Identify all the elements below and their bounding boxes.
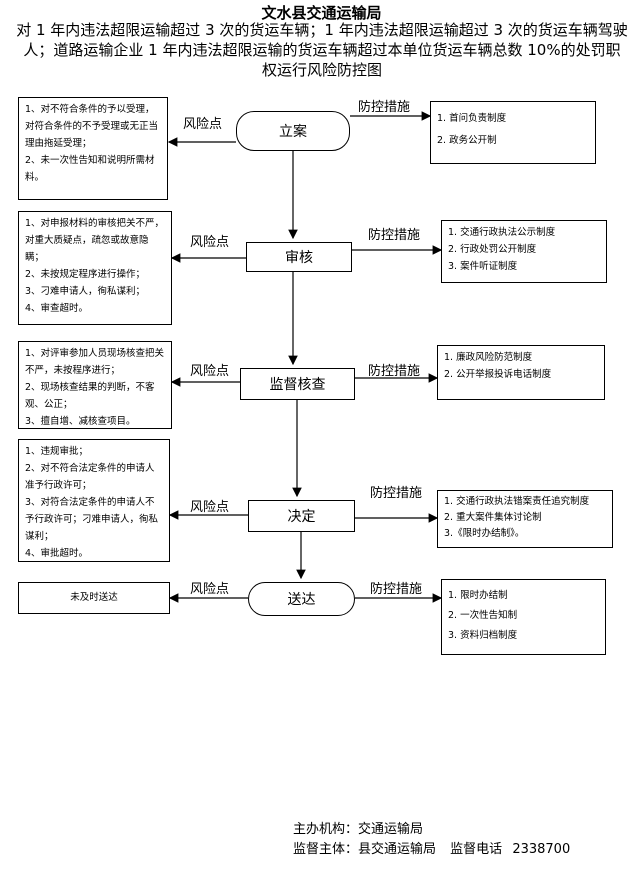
measure-item: 1. 限时办结制 (448, 590, 508, 601)
measure-label-3: 防控措施 (368, 364, 421, 379)
step-node-lian: 立案 (236, 111, 350, 151)
step-node-shenhe: 审核 (246, 242, 352, 272)
measure-label-5: 防控措施 (370, 582, 423, 597)
measure-box-3: 1. 廉政风险防范制度 2. 公开举报投诉电话制度 (437, 345, 605, 400)
measure-item: 1. 交通行政执法错案责任追究制度 (444, 496, 590, 507)
risk-item: 2、对不符合法定条件的申请人准予行政许可； (25, 463, 155, 491)
footer-org-label: 主办机构： (293, 822, 359, 837)
footer-organizer: 主办机构：交通运输局 (293, 818, 423, 837)
measure-item: 2. 政务公开制 (437, 135, 497, 146)
risk-item: 未及时送达 (70, 592, 118, 603)
footer-supervisor-label: 监督主体： (293, 842, 359, 857)
footer-supervision: 监督主体：县交通运输局 监督电话 2338700 (293, 838, 570, 857)
risk-label-2: 风险点 (190, 235, 230, 250)
measure-label-1: 防控措施 (358, 100, 411, 115)
risk-box-5: 未及时送达 (18, 582, 170, 614)
risk-box-2: 1、对申报材料的审核把关不严，对重大质疑点，疏忽或故意隐瞒； 2、未按规定程序进… (18, 211, 172, 325)
step-node-songda: 送达 (248, 582, 355, 616)
risk-item: 1、对申报材料的审核把关不严，对重大质疑点，疏忽或故意隐瞒； (25, 218, 165, 263)
measure-box-5: 1. 限时办结制 2. 一次性告知制 3. 资料归档制度 (441, 579, 606, 655)
page-subtitle: 对 1 年内违法超限运输超过 3 次的货运车辆；1 年内违法超限运输超过 3 次… (16, 21, 628, 79)
risk-label-3: 风险点 (190, 364, 230, 379)
risk-label-4: 风险点 (190, 500, 230, 515)
risk-item: 3、刁难申请人，徇私谋利； (25, 286, 146, 297)
footer-org-value: 交通运输局 (358, 822, 424, 837)
risk-item: 2、现场核查结果的判断，不客观、公正； (25, 382, 155, 410)
page-title: 文水县交通运输局 (261, 4, 382, 22)
measure-item: 1. 首问负责制度 (437, 113, 507, 124)
measure-item: 3.《限时办结制》。 (444, 528, 525, 539)
measure-item: 3. 资料归档制度 (448, 630, 518, 641)
footer-phone-value: 2338700 (512, 842, 571, 857)
footer-supervisor-value: 县交通运输局 (358, 842, 437, 857)
measure-box-2: 1. 交通行政执法公示制度 2. 行政处罚公开制度 3. 案件听证制度 (441, 220, 607, 283)
footer-phone-label: 监督电话 (450, 842, 503, 857)
measure-item: 1. 交通行政执法公示制度 (448, 227, 556, 238)
risk-box-1: 1、对不符合条件的予以受理，对符合条件的不予受理或无正当理由拖延受理； 2、未一… (18, 97, 168, 200)
risk-item: 3、对符合法定条件的申请人不予行政许可；刁难申请人，徇私谋利； (25, 497, 159, 542)
measure-label-2: 防控措施 (368, 228, 421, 243)
risk-box-3: 1、对评审参加人员现场核查把关不严，未按程序进行； 2、现场核查结果的判断，不客… (18, 341, 172, 429)
risk-item: 2、未按规定程序进行操作； (25, 269, 146, 280)
risk-item: 3、擅自增、减核查项目。 (25, 416, 136, 427)
risk-item: 1、违规审批； (25, 446, 89, 457)
measure-box-4: 1. 交通行政执法错案责任追究制度 2. 重大案件集体讨论制 3.《限时办结制》… (437, 490, 613, 548)
risk-item: 1、对不符合条件的予以受理，对符合条件的不予受理或无正当理由拖延受理； (25, 104, 159, 149)
risk-item: 4、审查超时。 (25, 303, 89, 314)
measure-label-4: 防控措施 (370, 486, 423, 501)
risk-label-5: 风险点 (190, 582, 230, 597)
measure-item: 2. 一次性告知制 (448, 610, 518, 621)
measure-item: 3. 案件听证制度 (448, 261, 518, 272)
risk-item: 2、未一次性告知和说明所需材料。 (25, 155, 155, 183)
measure-item: 2. 重大案件集体讨论制 (444, 512, 542, 523)
step-node-jueding: 决定 (248, 500, 355, 532)
measure-item: 2. 公开举报投诉电话制度 (444, 369, 552, 380)
risk-label-1: 风险点 (183, 117, 223, 132)
measure-box-1: 1. 首问负责制度 2. 政务公开制 (430, 101, 596, 164)
step-node-jiandu: 监督核查 (240, 368, 355, 400)
risk-item: 4、审批超时。 (25, 548, 89, 559)
risk-box-4: 1、违规审批； 2、对不符合法定条件的申请人准予行政许可； 3、对符合法定条件的… (18, 439, 170, 562)
measure-item: 1. 廉政风险防范制度 (444, 352, 533, 363)
measure-item: 2. 行政处罚公开制度 (448, 244, 537, 255)
risk-item: 1、对评审参加人员现场核查把关不严，未按程序进行； (25, 348, 165, 376)
